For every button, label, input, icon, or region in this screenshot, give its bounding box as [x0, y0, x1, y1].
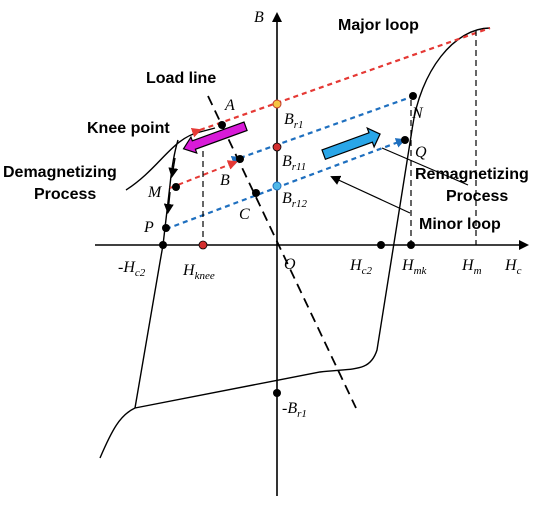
point-neg-br1 [273, 389, 281, 397]
demag-arrow-m [168, 157, 179, 178]
load-line-label: Load line [146, 70, 216, 87]
axis-b-label: B [254, 9, 264, 26]
point-hknee [198, 240, 208, 250]
left-descending-branch [162, 139, 179, 246]
point-p-label: P [143, 219, 154, 236]
point-br12 [272, 181, 282, 191]
remag-label-line1: Remagnetizing [415, 166, 529, 183]
major-loop-line [190, 26, 491, 138]
remag-process-arrow [321, 126, 381, 161]
br11-label: Br11 [282, 153, 306, 173]
origin-label: O [284, 256, 296, 273]
point-c-label: C [239, 206, 250, 223]
point-q [401, 136, 409, 144]
br12-label: Br12 [282, 190, 308, 210]
point-br1 [272, 99, 282, 109]
remag-label-line2: Process [446, 188, 508, 205]
load-line [207, 95, 357, 409]
minor-loop-label: Minor loop [419, 216, 501, 233]
demag-label-line2: Process [34, 186, 96, 203]
point-n [409, 92, 417, 100]
hc2-label: Hc2 [349, 257, 372, 277]
hm-label: Hm [461, 257, 482, 277]
demag-arrow-p [163, 191, 174, 214]
br1-label: Br1 [284, 111, 304, 131]
point-n-label: N [411, 105, 424, 122]
hmk-label: Hmk [401, 257, 428, 277]
knee-point-label: Knee point [87, 120, 170, 137]
neg-hc2-label: -Hc2 [118, 259, 146, 279]
major-loop-curve [99, 27, 491, 459]
demag-red-arrow [169, 160, 238, 189]
point-q-label: Q [415, 144, 427, 161]
point-a-label: A [224, 97, 235, 114]
neg-br1-label: -Br1 [282, 400, 307, 420]
hknee-label: Hknee [182, 262, 215, 282]
point-b-label: B [220, 172, 230, 189]
point-a [218, 121, 226, 129]
axis-hc-label: Hc [504, 257, 522, 277]
point-c [252, 189, 260, 197]
minor-loop-line-bottom [165, 138, 406, 231]
point-br11 [272, 142, 282, 152]
point-p [162, 224, 170, 232]
demag-process-arrow [182, 121, 248, 154]
point-neg-hc2 [159, 241, 167, 249]
minor-loop-line-top [230, 94, 415, 166]
point-m [172, 183, 180, 191]
major-loop-left-branch [134, 244, 164, 409]
major-loop-label: Major loop [338, 17, 419, 34]
point-hmk [407, 241, 415, 249]
point-hc2 [377, 241, 385, 249]
minor-loop-pointer [330, 175, 411, 214]
remag-pointer [381, 147, 469, 186]
point-m-label: M [147, 184, 163, 201]
demag-label-line1: Demagnetizing [3, 164, 117, 181]
point-b [236, 155, 244, 163]
